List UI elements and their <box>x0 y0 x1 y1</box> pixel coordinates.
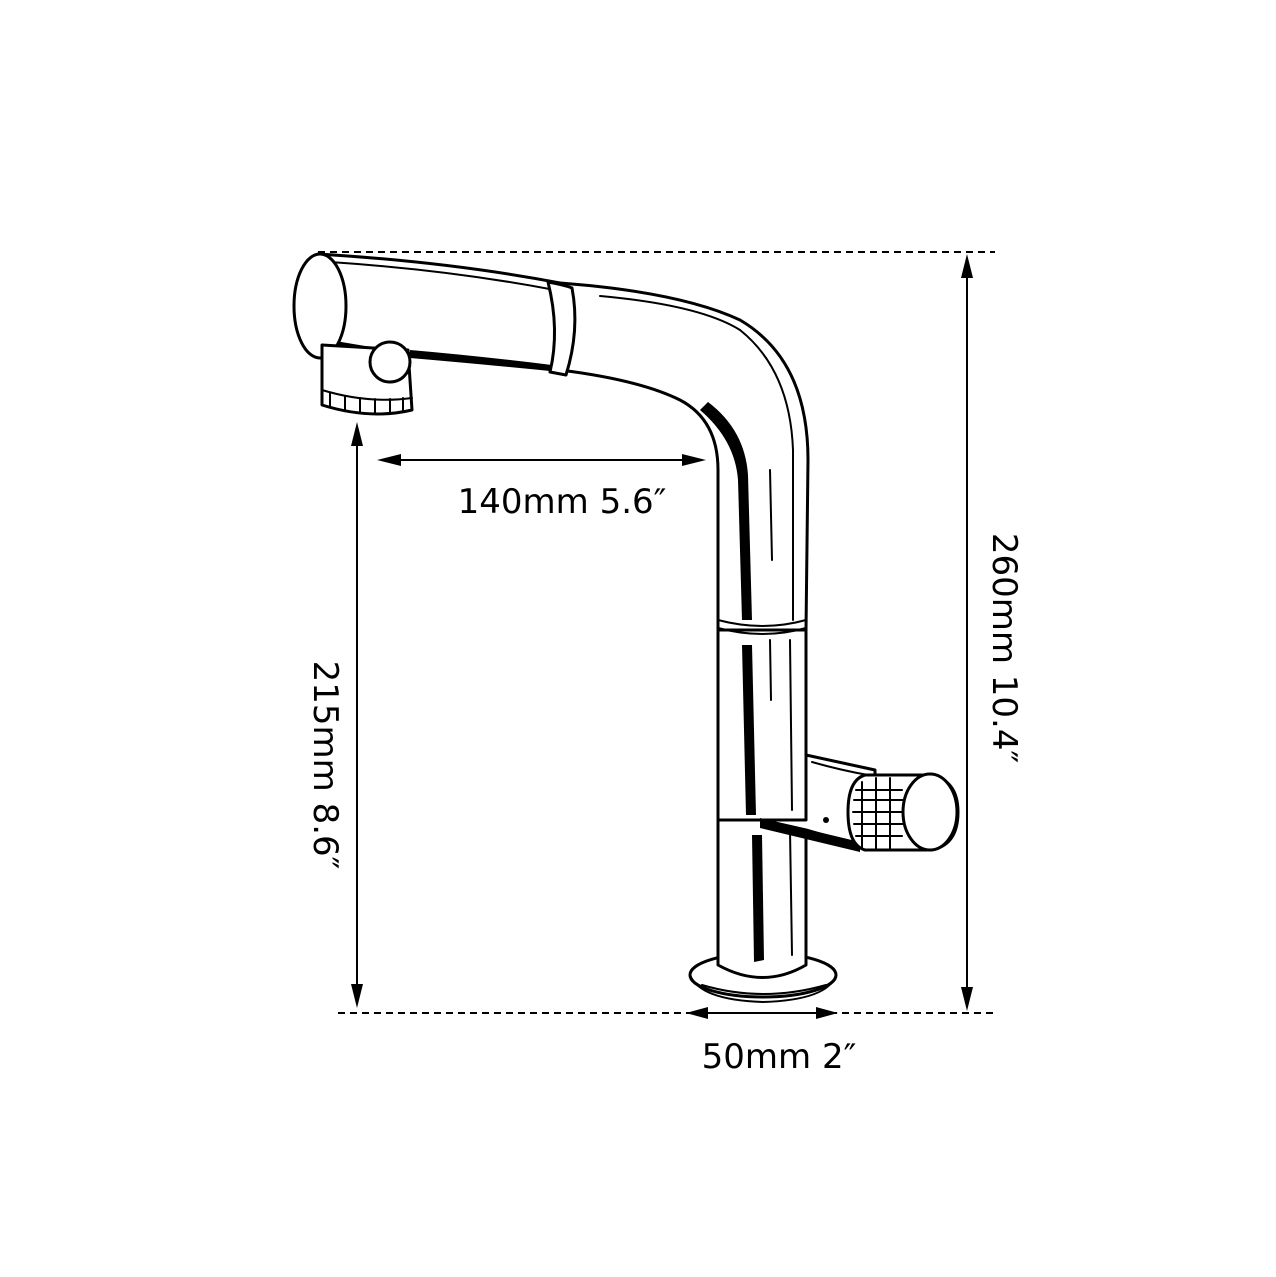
total-height-label: 260mm 10.4″ <box>984 533 1024 763</box>
faucet-drawing <box>292 252 960 1004</box>
base-diameter-arrow-left <box>686 1007 708 1019</box>
total-height-dimension: 260mm 10.4″ <box>961 254 1024 1011</box>
spout-reach-label: 140mm 5.6″ <box>458 482 667 522</box>
spout-height-arrow-top <box>351 422 363 446</box>
total-height-arrow-bottom <box>961 987 973 1011</box>
coupling-ring <box>546 280 577 377</box>
spout-reach-arrow-right <box>682 454 706 466</box>
spout-end-cap <box>292 252 348 360</box>
reference-lines <box>318 251 995 1014</box>
spout-reach-dimension: 140mm 5.6″ <box>377 454 706 522</box>
spout-height-arrow-bottom <box>351 984 363 1008</box>
aerator <box>320 340 414 416</box>
spout-height-dimension: 215mm 8.6″ <box>305 422 363 1008</box>
middle-body <box>716 628 808 822</box>
spout-height-label: 215mm 8.6″ <box>305 661 345 870</box>
base-diameter-arrow-right <box>816 1007 838 1019</box>
spout-reach-arrow-left <box>377 454 401 466</box>
base-diameter-label: 50mm 2″ <box>702 1037 857 1077</box>
base-diameter-dimension: 50mm 2″ <box>686 1007 856 1077</box>
handle-knob <box>846 772 960 852</box>
total-height-arrow-top <box>961 254 973 278</box>
